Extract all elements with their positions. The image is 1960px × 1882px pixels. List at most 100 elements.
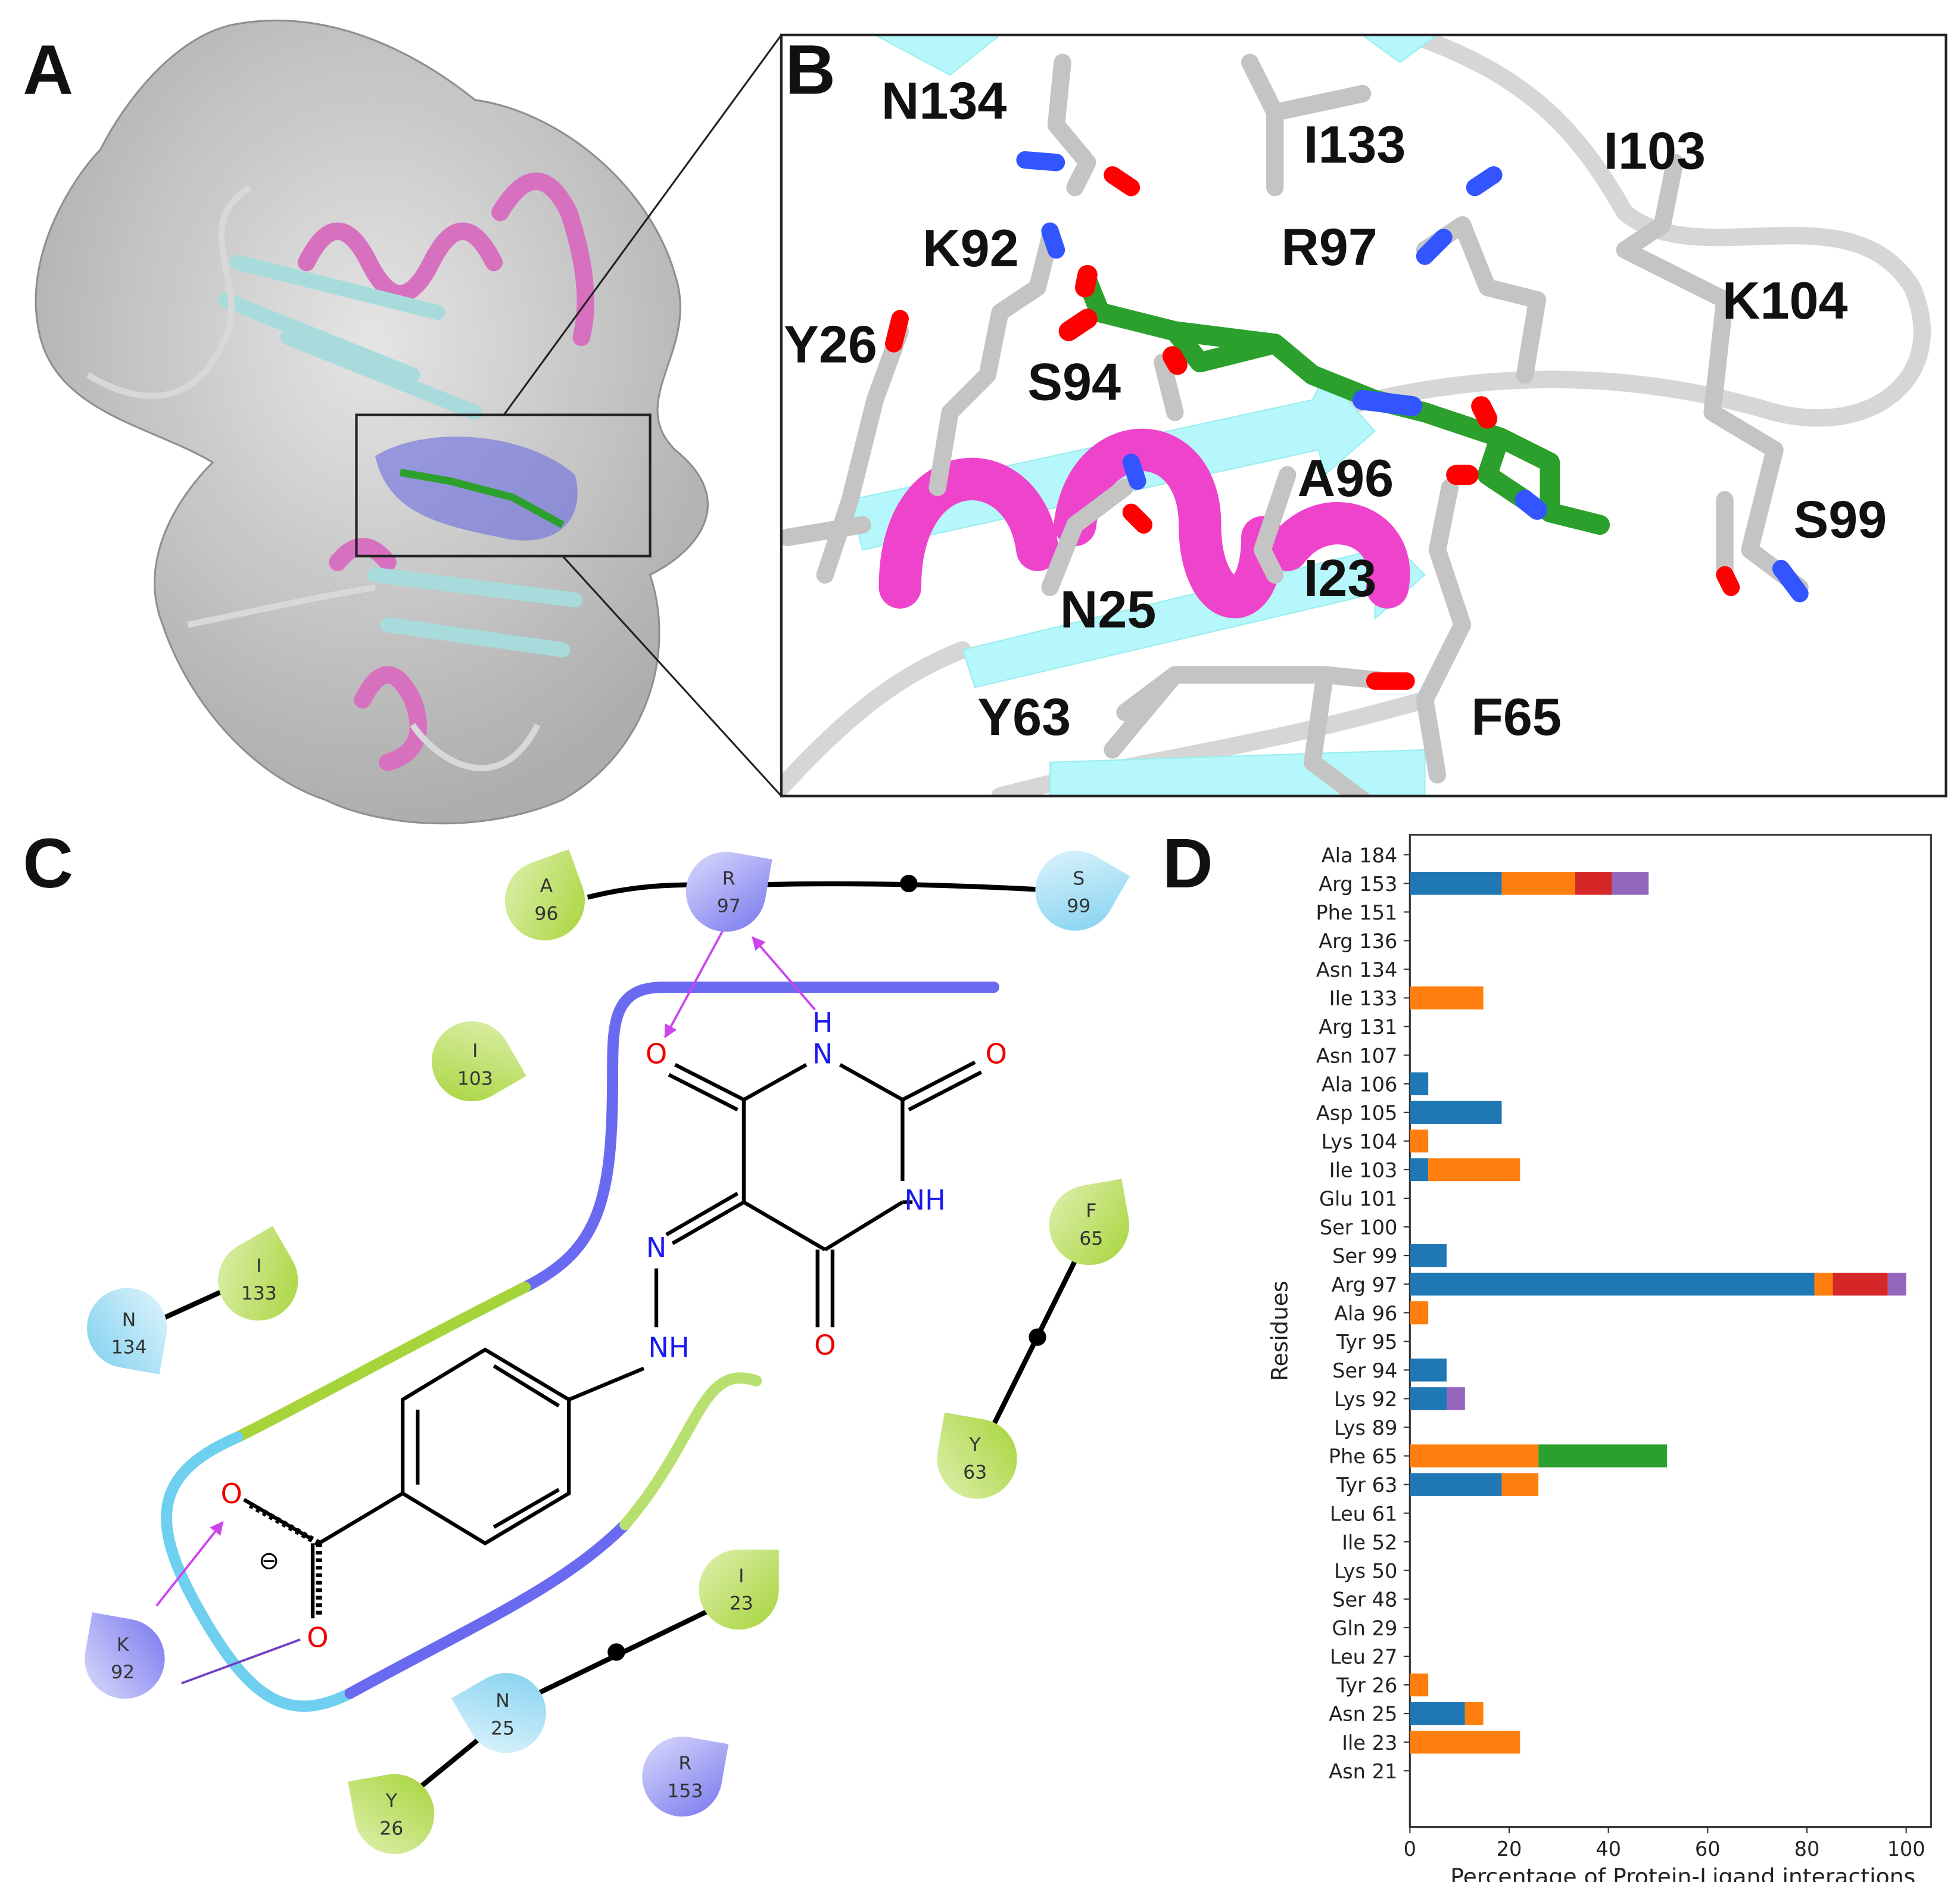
- bar-ile-133-series-2: [1410, 986, 1484, 1009]
- residue-number: 23: [730, 1593, 753, 1615]
- residue-a96: A96: [504, 849, 585, 941]
- y-tick-label: Ala 96: [1334, 1302, 1397, 1325]
- heteroatoms: [885, 151, 1809, 690]
- protein-loops: [86, 185, 541, 771]
- y-tick-label: Leu 27: [1330, 1646, 1397, 1669]
- bar-arg-97-series-1: [1410, 1272, 1815, 1296]
- bar-ile-103-series-2: [1428, 1158, 1520, 1182]
- residue-letter: I: [256, 1255, 261, 1277]
- residue-letter: Y: [968, 1434, 981, 1456]
- y-tick-label: Lys 92: [1334, 1388, 1397, 1411]
- residue-drop-icon: [85, 1612, 165, 1699]
- zoom-box: [355, 413, 652, 557]
- y-tick-label: Ser 99: [1332, 1245, 1397, 1268]
- bar-tyr-63-series-2: [1501, 1473, 1539, 1496]
- atom-oxygen: O: [646, 1038, 667, 1070]
- panel-b-frame: [780, 33, 1947, 797]
- residue-label-y26: Y26: [784, 314, 877, 373]
- residue-drop-icon: [642, 1736, 729, 1817]
- ligand-in-site: [399, 468, 565, 528]
- residue-drop-icon: [431, 1021, 526, 1102]
- atom-nitrogen: N: [646, 1232, 667, 1264]
- bar-arg-153-series-1: [1410, 872, 1502, 895]
- y-tick-label: Tyr 26: [1336, 1674, 1397, 1697]
- residue-nodes: A96R97S99I103I133N134F65Y63K92I23N25Y26R…: [85, 849, 1130, 1855]
- residue-drop-icon: [87, 1288, 167, 1375]
- residue-s99: S99: [1035, 850, 1130, 931]
- residue-n25: N 25: [451, 1673, 546, 1753]
- residue-label-n134: N134: [881, 71, 1007, 130]
- residue-letter: N: [496, 1690, 510, 1712]
- protein-ribbon-strands: [217, 255, 583, 658]
- residue-number: 103: [457, 1068, 493, 1089]
- bar-arg-97-series-5: [1887, 1272, 1906, 1296]
- residue-y63: Y63: [937, 1412, 1017, 1499]
- residue-label-y63: Y63: [977, 687, 1071, 746]
- y-tick-label: Lys 50: [1334, 1559, 1397, 1582]
- y-tick-label: Ile 23: [1342, 1731, 1397, 1755]
- panel-b-label: B: [785, 30, 836, 108]
- zoom-line-bottom: [562, 555, 783, 797]
- residue-letter: F: [1086, 1201, 1096, 1222]
- residue-drop-icon: [937, 1412, 1017, 1499]
- y-tick-label: Lys 89: [1334, 1416, 1397, 1439]
- residue-number: 134: [111, 1336, 147, 1358]
- residue-drop-icon: [504, 849, 585, 941]
- atom-oxygen: O: [814, 1329, 836, 1361]
- bar-ala-106-series-1: [1410, 1072, 1429, 1095]
- panel-d-label: D: [1163, 824, 1213, 902]
- residue-label-f65: F65: [1471, 687, 1562, 746]
- bar-ser-99-series-1: [1410, 1244, 1447, 1267]
- residue-drop-icon: [1035, 850, 1130, 931]
- bar-arg-153-series-4: [1575, 872, 1612, 895]
- residue-number: 92: [111, 1662, 135, 1683]
- residue-label-i23: I23: [1304, 549, 1376, 607]
- residue-number: 99: [1067, 896, 1090, 917]
- bar-phe-65-series-2: [1410, 1444, 1539, 1467]
- y-tick-label: Ile 52: [1342, 1531, 1397, 1554]
- y-tick-label: Tyr 63: [1336, 1473, 1397, 1497]
- y-tick-label: Arg 131: [1319, 1015, 1397, 1039]
- y-axis-label: Residues: [1267, 1280, 1293, 1381]
- y-tick-label: Arg 153: [1319, 873, 1397, 896]
- residue-drop-icon: [699, 1549, 779, 1630]
- atom-oxygen: O: [986, 1038, 1007, 1070]
- bar-asn-25-series-1: [1410, 1702, 1465, 1725]
- residue-number: 25: [491, 1718, 515, 1739]
- bar-lys-104-series-2: [1410, 1129, 1429, 1153]
- ligand-2d-structure: [243, 1060, 983, 1619]
- residue-letter: K: [117, 1634, 130, 1656]
- atom-hydrogen: H: [812, 1007, 833, 1039]
- bar-phe-65-series-3: [1538, 1444, 1667, 1467]
- y-tick-label: Ala 106: [1322, 1073, 1398, 1096]
- plot-frame: [1409, 834, 1932, 1828]
- x-tick-label: 60: [1695, 1837, 1721, 1861]
- bar-asn-25-series-2: [1464, 1702, 1484, 1725]
- bar-arg-153-series-5: [1612, 872, 1649, 895]
- residue-letter: R: [678, 1753, 691, 1774]
- y-tick-label: Ile 133: [1329, 987, 1398, 1010]
- residue-number: 26: [379, 1818, 403, 1839]
- y-tick-label: Asn 21: [1329, 1760, 1397, 1783]
- bar-arg-153-series-2: [1501, 872, 1575, 895]
- x-tick-label: 100: [1887, 1837, 1925, 1861]
- residue-drop-icon: [348, 1774, 435, 1855]
- residue-drop-icon: [685, 852, 772, 932]
- atom-oxygen: O: [220, 1478, 242, 1510]
- zoom-line-top: [503, 34, 783, 416]
- residue-label-a96: A96: [1297, 448, 1394, 507]
- residue-i23: I23: [699, 1549, 779, 1630]
- residue-number: 97: [717, 896, 741, 917]
- y-tick-label: Arg 136: [1319, 930, 1397, 953]
- hbond-arrows: [155, 930, 816, 1685]
- residue-label-k92: K92: [923, 219, 1019, 278]
- panel-c: C: [23, 824, 1130, 1855]
- residue-label-r97: R97: [1281, 217, 1378, 276]
- ligand-atom-labels: O H N O NH O N NH O O ⊖: [220, 1007, 1007, 1653]
- y-tick-label: Asn 107: [1316, 1044, 1397, 1067]
- y-tick-label: Tyr 95: [1336, 1331, 1397, 1354]
- residue-sticks: [781, 54, 1809, 796]
